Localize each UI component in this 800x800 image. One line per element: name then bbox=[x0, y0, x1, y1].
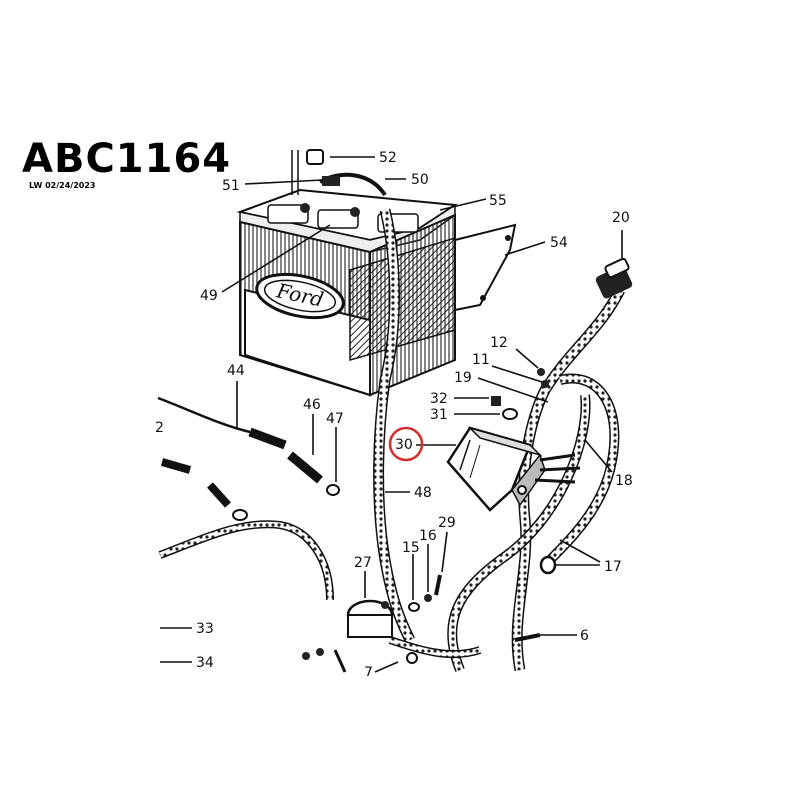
part-label-19: 19 bbox=[454, 370, 472, 386]
part-label-18: 18 bbox=[615, 473, 633, 489]
part-label-17: 17 bbox=[604, 559, 622, 575]
part-label-30: 30 bbox=[395, 437, 413, 453]
part-label-52: 52 bbox=[379, 150, 397, 166]
part-label-54: 54 bbox=[550, 235, 568, 251]
leader-lines bbox=[160, 156, 623, 673]
part-label-33: 33 bbox=[196, 621, 214, 637]
part-label-49: 49 bbox=[200, 288, 218, 304]
part-label-20: 20 bbox=[612, 210, 630, 226]
highlight-circle bbox=[388, 426, 424, 462]
part-label-51: 51 bbox=[222, 178, 240, 194]
part-label-47: 47 bbox=[326, 411, 344, 427]
part-label-29: 29 bbox=[438, 515, 456, 531]
part-label-6: 6 bbox=[580, 628, 589, 644]
part-label-55: 55 bbox=[489, 193, 507, 209]
part-label-16: 16 bbox=[419, 528, 437, 544]
connector-socket bbox=[595, 257, 633, 299]
voltage-regulator bbox=[446, 426, 581, 512]
diagram-subtitle: LW 02/24/2023 bbox=[29, 181, 96, 190]
hardware bbox=[157, 368, 557, 673]
part-label-15: 15 bbox=[402, 540, 420, 556]
part-label-2: 2 bbox=[155, 420, 164, 436]
part-label-31: 31 bbox=[430, 407, 448, 423]
part-label-7: 7 bbox=[364, 665, 373, 681]
part-label-12: 12 bbox=[490, 335, 508, 351]
part-label-48: 48 bbox=[414, 485, 432, 501]
part-label-44: 44 bbox=[227, 363, 245, 379]
part-labels: 52 51 50 55 54 20 49 12 11 19 32 31 30 1… bbox=[155, 150, 633, 681]
part-label-27: 27 bbox=[354, 555, 372, 571]
part-label-34: 34 bbox=[196, 655, 214, 671]
part-label-50: 50 bbox=[411, 172, 429, 188]
part-label-11: 11 bbox=[472, 352, 490, 368]
diagram-title: ABC1164 bbox=[22, 136, 232, 182]
part-label-46: 46 bbox=[303, 397, 321, 413]
part-label-32: 32 bbox=[430, 391, 448, 407]
